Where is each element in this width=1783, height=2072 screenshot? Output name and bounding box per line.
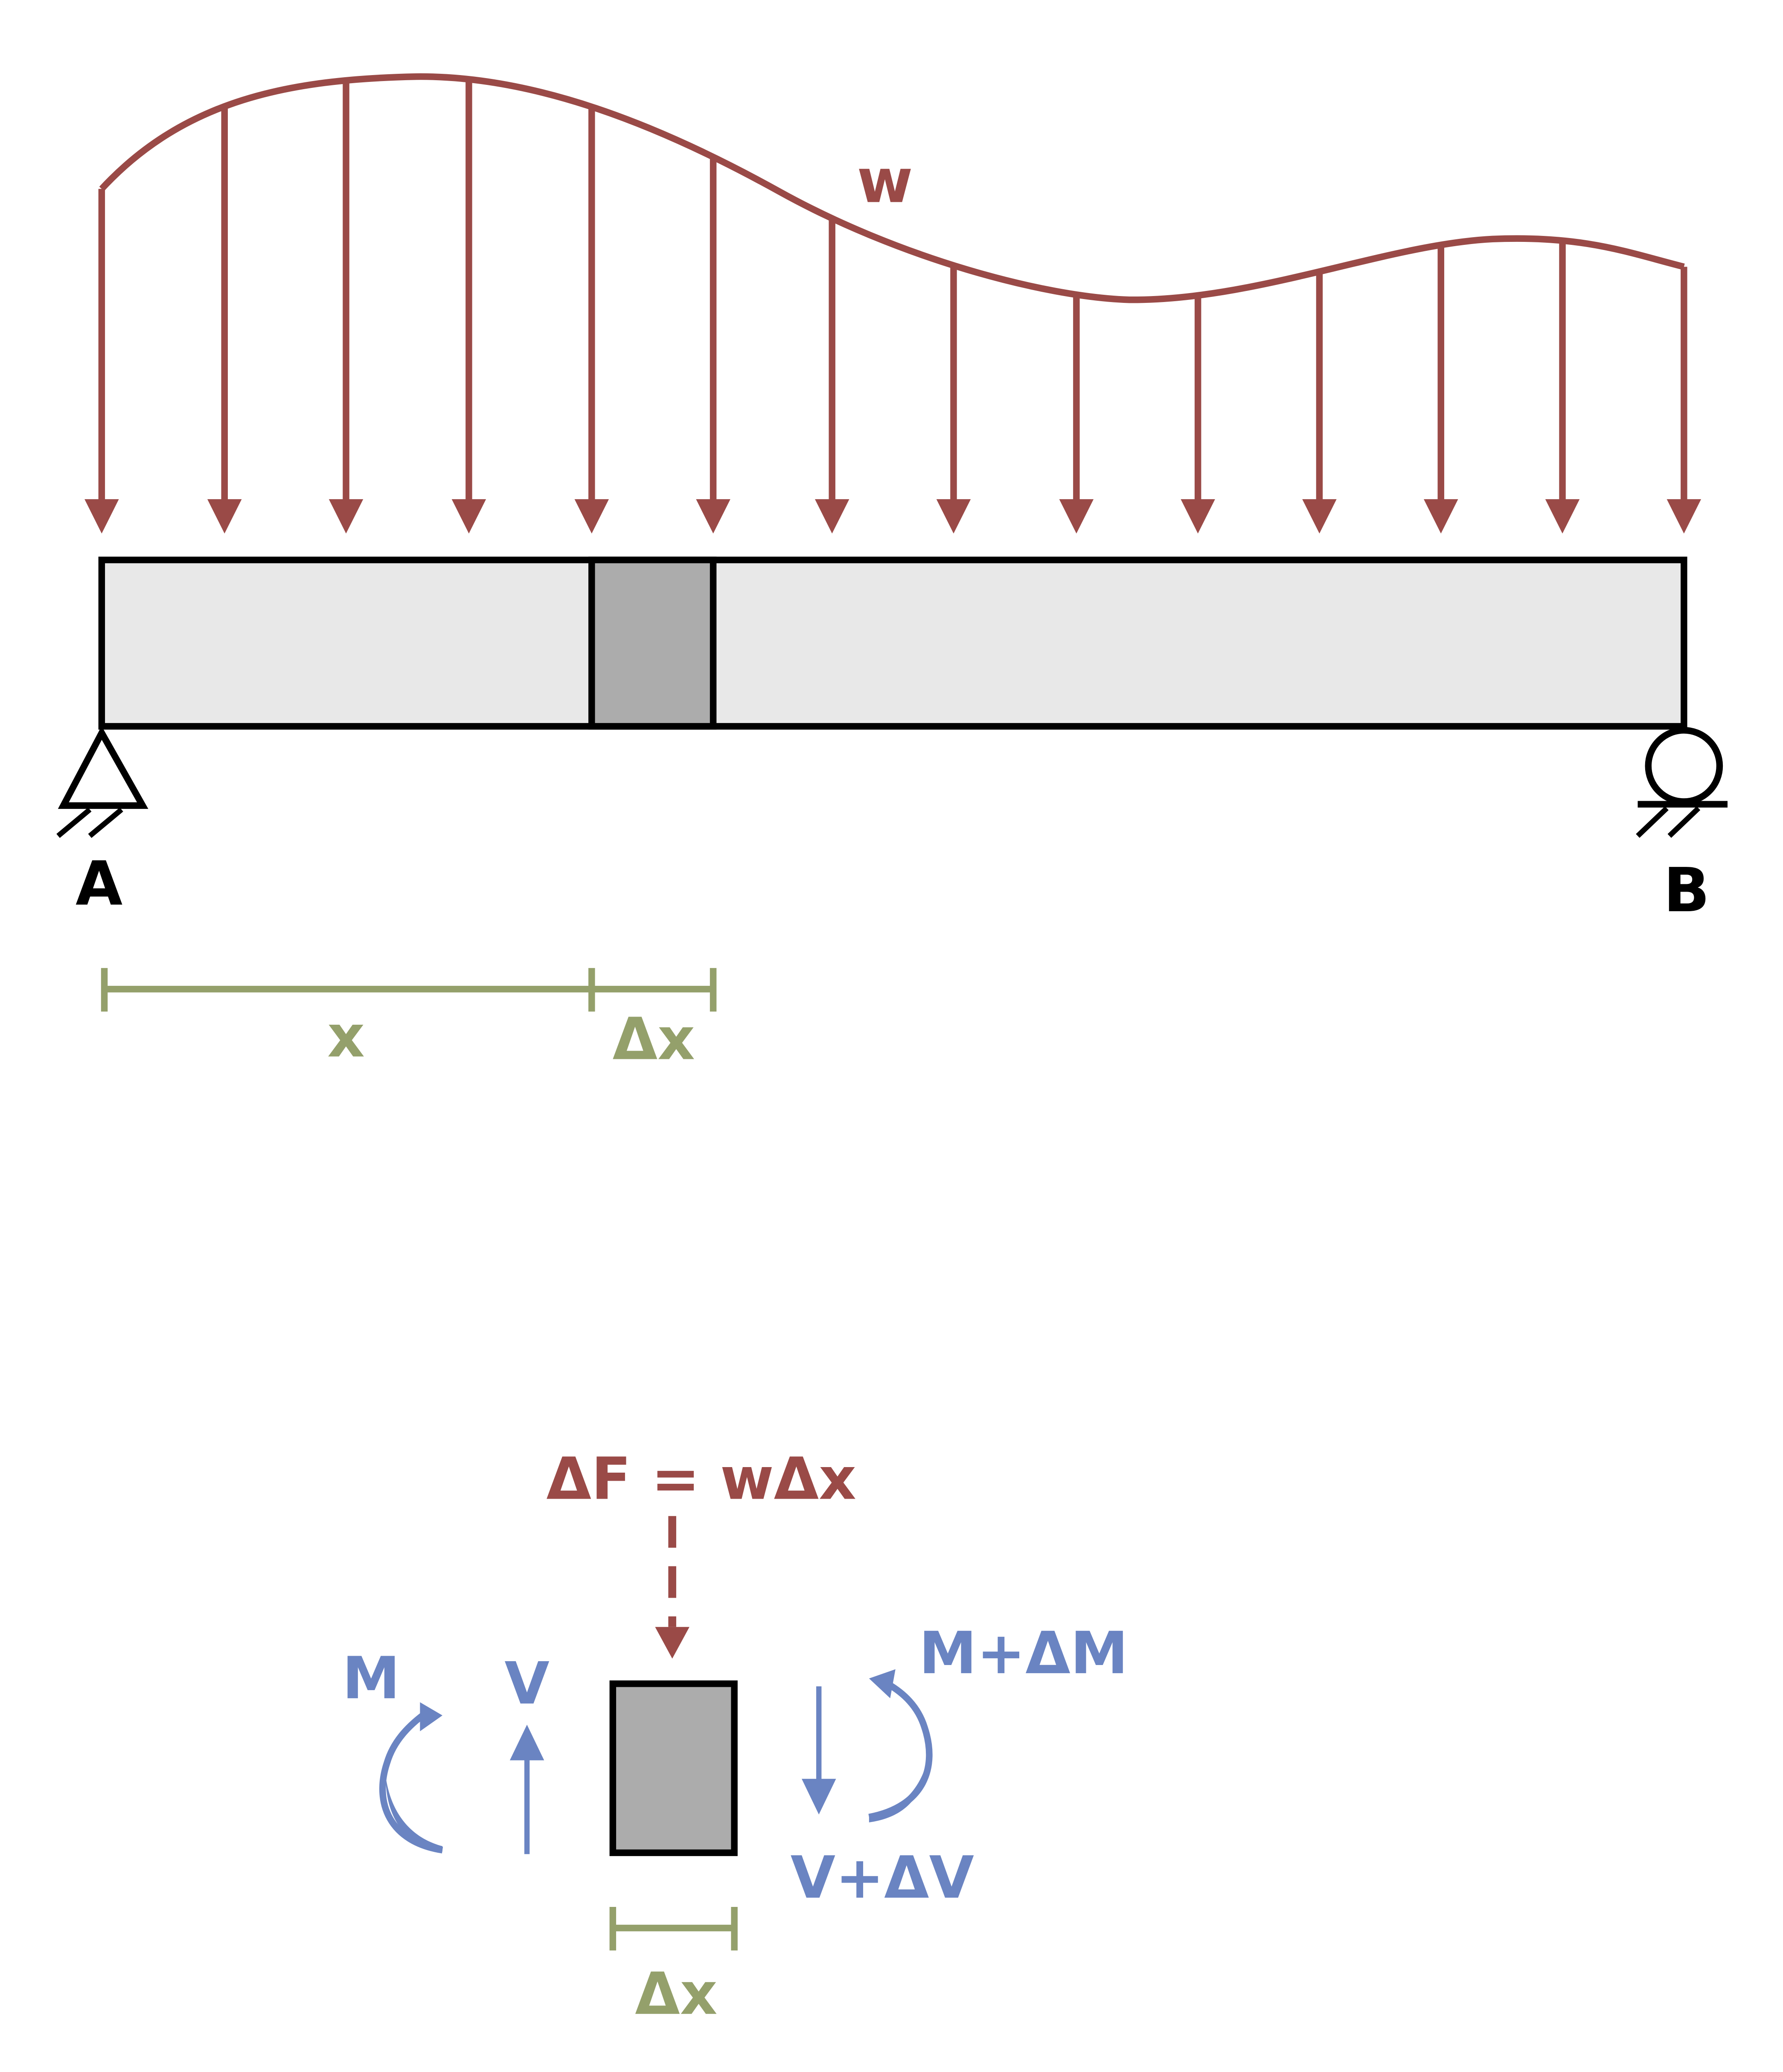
shear-left-label: V [504, 1650, 549, 1717]
free-body-diagram: ΔF = wΔx M V V+ΔV M+ΔM Δx [342, 1445, 1128, 2028]
shear-left-arrow-head [509, 1724, 544, 1761]
load-label: w [857, 146, 913, 217]
pin-support-triangle [58, 726, 148, 809]
moment-left-label: M [342, 1645, 400, 1712]
beam-element-segment [588, 556, 717, 730]
beam [98, 556, 1687, 730]
dimension-lines: x Δx [101, 968, 717, 1073]
support-b-label: B [1664, 855, 1710, 926]
load-arrow-head [936, 499, 971, 534]
free-body-element [609, 1680, 738, 1856]
roller-support-b: B [1636, 727, 1728, 926]
roller-circle [1645, 727, 1723, 805]
load-arrow-head [1667, 499, 1702, 534]
dimension-x-label: x [327, 1003, 365, 1070]
pin-support-a: A [56, 726, 148, 919]
moment-left-arrow-head [420, 1702, 443, 1732]
load-arrow-head [329, 499, 364, 534]
force-label: ΔF = wΔx [547, 1445, 856, 1513]
dimension-dx-label: Δx [613, 1006, 695, 1073]
distributed-load: w [84, 73, 1702, 534]
load-arrow-head [207, 499, 242, 534]
moment-right-arrow-head [869, 1669, 896, 1698]
shear-right-label: V+ΔV [791, 1844, 974, 1912]
support-a-label: A [76, 848, 122, 919]
dimension-dx-element-label: Δx [635, 1961, 717, 2028]
ground-hatch [56, 807, 92, 838]
load-arrow-head [814, 499, 849, 534]
ground-hatch [88, 807, 123, 838]
load-arrow-head [451, 499, 486, 534]
moment-right-label: M+ΔM [919, 1620, 1129, 1687]
moment-left-arrow-shade [385, 1776, 443, 1852]
load-arrow-head [1059, 499, 1094, 534]
load-arrow-head [84, 499, 119, 534]
moment-left-arrow [379, 1709, 443, 1854]
moment-right-arrow [868, 1681, 933, 1821]
load-arrow-head [1424, 499, 1458, 534]
load-arrow-head [1545, 499, 1580, 534]
load-arrow-head [696, 499, 730, 534]
shear-right-arrow-head [802, 1778, 836, 1815]
load-intensity-curve [99, 73, 1685, 303]
ground-hatch [1667, 806, 1701, 838]
load-arrows [84, 79, 1702, 534]
moment-right-arrow-shade [869, 1756, 929, 1822]
load-arrow-head [574, 499, 609, 534]
force-arrow-head [655, 1627, 689, 1659]
load-arrow-head [1302, 499, 1337, 534]
beam-body [98, 556, 1687, 730]
ground-hatch [1636, 806, 1669, 838]
load-arrow-head [1181, 499, 1215, 534]
